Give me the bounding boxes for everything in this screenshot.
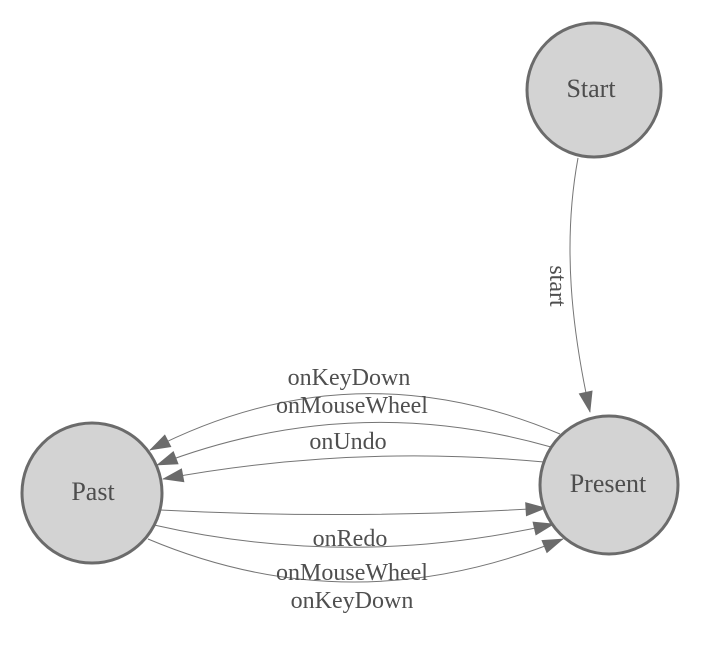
edge-past-to-present-onredo (159, 502, 547, 517)
state-node-start: Start (525, 21, 663, 159)
state-node-present-circle (538, 414, 680, 556)
state-node-start-label: Start (566, 74, 616, 103)
edge-label-onundo: onUndo (309, 429, 386, 455)
state-node-past-label: Past (71, 477, 115, 506)
edge-label-onmousewheel-top: onMouseWheel (276, 393, 428, 419)
state-node-past-circle (20, 421, 164, 565)
edge-present-to-past-onkeydown (149, 393, 561, 451)
edge-past-to-present-onmousewheel (153, 521, 555, 548)
state-node-start-circle (525, 21, 663, 159)
edge-label-start: start (544, 265, 570, 307)
edge-label-onredo: onRedo (313, 526, 388, 552)
edge-label-onmousewheel-bottom: onMouseWheel (276, 560, 428, 586)
state-node-present-label: Present (570, 469, 647, 498)
state-node-past: Past (20, 421, 164, 565)
edge-present-to-past-onundo (162, 455, 545, 483)
state-node-present: Present (538, 414, 680, 556)
edge-present-to-past-onmousewheel (156, 421, 552, 466)
edge-past-to-present-onkeydown (147, 538, 564, 583)
edge-label-onkeydown-bottom: onKeyDown (291, 588, 414, 614)
edge-label-onkeydown-top: onKeyDown (288, 365, 411, 391)
edge-start-to-present (569, 157, 593, 413)
